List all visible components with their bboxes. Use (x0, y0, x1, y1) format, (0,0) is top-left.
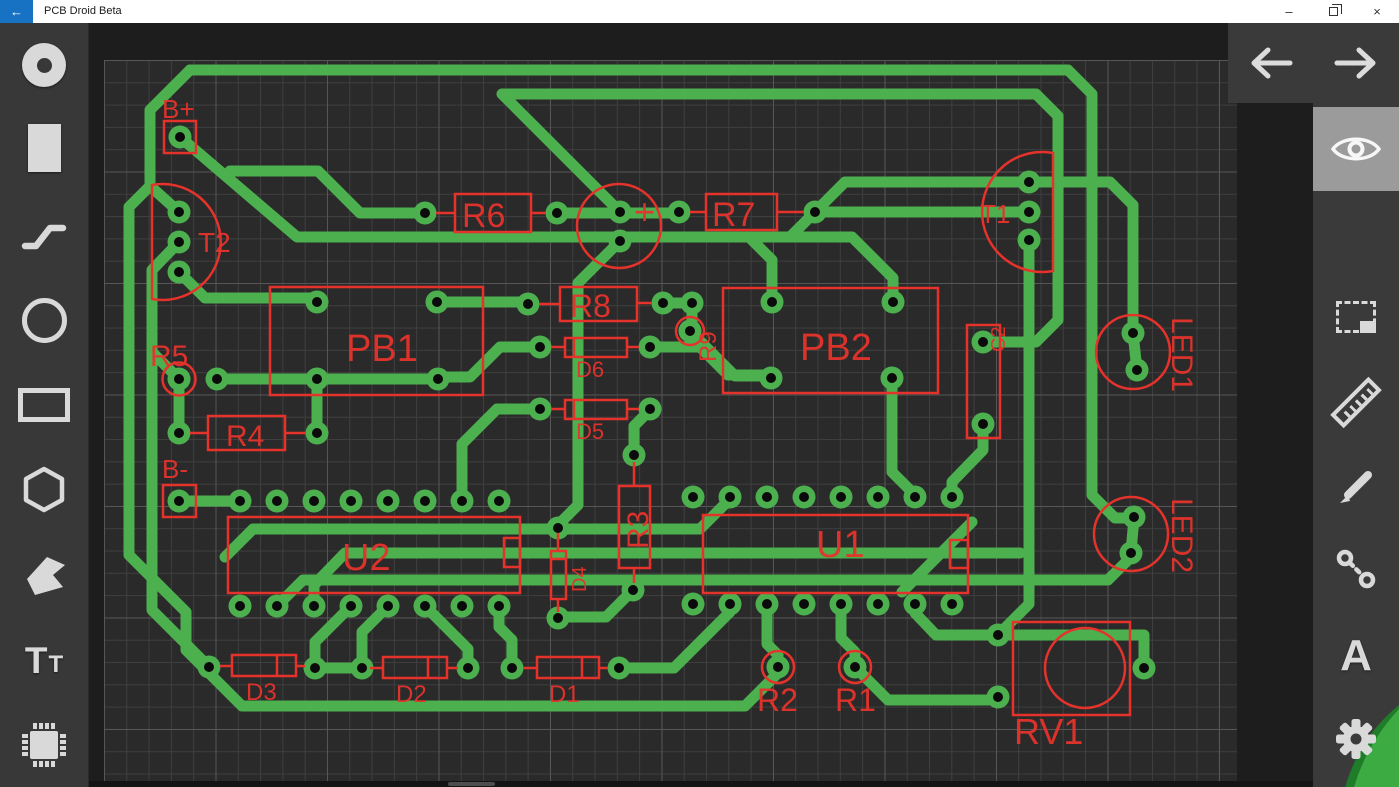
titlebar: ← PCB Droid Beta – × (0, 0, 1399, 23)
undo-back-button[interactable] (1228, 23, 1314, 103)
component-label: T1 (980, 199, 1010, 229)
ratsnest-tool[interactable] (1313, 534, 1399, 604)
pcb-pad-holes (174, 132, 1149, 702)
restore-icon (1328, 4, 1342, 16)
component-label: D1 (549, 681, 580, 708)
forward-arrow-icon (1334, 47, 1376, 79)
ic-chip-icon (22, 723, 66, 767)
settings-tool[interactable] (1313, 704, 1399, 774)
pcb-drawing: B+ T2 R5 R4 B- PB1 R6 + R7 R8 D6 D5 R9 P… (123, 64, 1198, 752)
component-label: R1 (835, 682, 876, 718)
component-label: D4 (569, 566, 591, 592)
component-label: B+ (162, 94, 195, 124)
rectangle-icon (18, 388, 70, 422)
component-label: T2 (198, 227, 231, 258)
nav-panel (1228, 23, 1399, 103)
component-label: LED2 (1165, 498, 1198, 573)
close-button[interactable]: × (1355, 0, 1399, 23)
back-button[interactable]: ← (0, 0, 33, 23)
circle-icon (21, 297, 67, 343)
net-link-icon (1336, 549, 1376, 589)
scrollbar-thumb[interactable] (448, 782, 495, 786)
label-a-icon: A (1340, 631, 1372, 680)
component-label: PB1 (346, 328, 418, 370)
component-label: C2 (988, 326, 1010, 352)
component-label: R7 (712, 196, 755, 234)
hexagon-icon (23, 466, 65, 513)
component-label: R6 (462, 197, 505, 235)
pcb-labels: B+ T2 R5 R4 B- PB1 R6 + R7 R8 D6 D5 R9 P… (150, 94, 1198, 752)
label-tool[interactable]: A (1313, 621, 1399, 691)
trace-tool[interactable] (0, 200, 88, 270)
hexagon-tool[interactable] (0, 455, 88, 525)
horizontal-scrollbar[interactable] (88, 781, 1313, 787)
window-title: PCB Droid Beta (44, 5, 122, 17)
polygon-tool[interactable] (0, 540, 88, 610)
select-area-tool[interactable] (1313, 282, 1399, 352)
minimize-icon: – (1285, 4, 1293, 19)
rect-pad-icon (27, 124, 61, 172)
measure-tool[interactable] (1313, 367, 1399, 437)
component-label: U2 (342, 537, 391, 579)
component-label: R4 (226, 420, 264, 453)
component-label: D5 (576, 419, 604, 444)
component-label: D6 (576, 357, 604, 382)
text-tool-small-t: T (48, 651, 64, 678)
polygon-icon (27, 557, 65, 595)
text-tool-big-t: T (24, 640, 48, 681)
redo-forward-button[interactable] (1314, 23, 1399, 103)
component-label: R8 (570, 288, 611, 324)
restore-button[interactable] (1311, 0, 1355, 23)
circle-tool[interactable] (0, 285, 88, 355)
trace-icon (21, 224, 67, 250)
component-label: R2 (757, 682, 798, 718)
back-icon: ← (10, 4, 23, 19)
view-tool[interactable] (1313, 107, 1399, 191)
pcb-silkscreen (150, 119, 1172, 717)
component-label: D2 (396, 681, 427, 708)
round-pad-tool[interactable] (0, 30, 88, 100)
component-label: R5 (150, 340, 188, 373)
minimize-button[interactable]: – (1267, 0, 1311, 23)
component-label: D3 (246, 679, 277, 706)
component-label: PB2 (800, 327, 872, 369)
round-pad-icon (22, 43, 66, 87)
component-label: B- (162, 454, 188, 484)
ic-chip-tool[interactable] (0, 710, 88, 780)
rect-pad-tool[interactable] (0, 113, 88, 183)
component-label: + (634, 191, 655, 232)
rectangle-tool[interactable] (0, 370, 88, 440)
ruler-icon (1330, 376, 1382, 428)
component-label: R9 (695, 331, 722, 362)
gear-icon (1336, 719, 1376, 759)
component-label: LED1 (1165, 317, 1198, 392)
component-label: RV1 (1014, 711, 1083, 752)
window-controls: – × (1267, 0, 1399, 23)
eye-icon (1330, 137, 1382, 161)
close-icon: × (1373, 4, 1381, 19)
component-label: R3 (622, 511, 655, 549)
draw-tool[interactable] (1313, 452, 1399, 522)
component-label: U1 (816, 524, 865, 566)
pen-icon (1340, 471, 1372, 503)
marquee-select-icon (1336, 301, 1376, 333)
right-toolbar: A (1313, 103, 1399, 787)
pcb-canvas[interactable]: B+ T2 R5 R4 B- PB1 R6 + R7 R8 D6 D5 R9 P… (88, 23, 1313, 787)
pcb-traces (123, 64, 1150, 712)
back-arrow-icon (1251, 47, 1293, 79)
